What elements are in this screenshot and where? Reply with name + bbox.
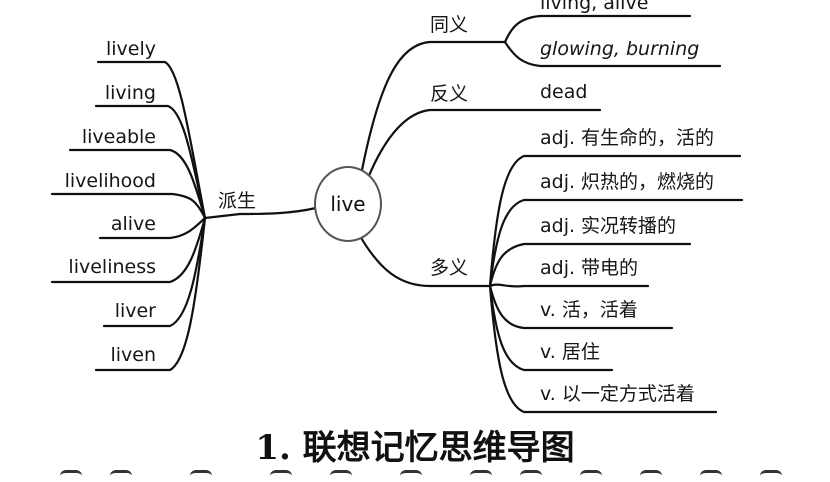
connector-liven xyxy=(94,216,207,372)
connector-meaning-2 xyxy=(488,198,744,288)
meaning-item: adj. 实况转播的 xyxy=(540,215,677,237)
branch-label-synonyms: 同义 xyxy=(430,14,469,36)
underline-derived xyxy=(203,212,242,220)
connector-liveliness xyxy=(50,216,207,284)
branch-label-meanings: 多义 xyxy=(430,257,469,279)
meaning-item: v. 居住 xyxy=(540,341,600,363)
synonym-item: living, alive xyxy=(540,0,649,14)
derived-item: liveable xyxy=(81,126,156,148)
center-label: live xyxy=(330,192,366,216)
derived-item: liver xyxy=(114,300,156,322)
center-node: live xyxy=(314,166,382,242)
meaning-item: v. 以一定方式活着 xyxy=(540,383,695,405)
connector-center-synonyms xyxy=(360,40,507,172)
derived-item: livelihood xyxy=(64,170,156,192)
derived-item: living xyxy=(104,82,156,104)
connector-center-derived xyxy=(238,206,318,216)
connector-center-antonyms xyxy=(366,108,602,180)
synonym-item: glowing, burning xyxy=(540,38,700,60)
connector-livelihood xyxy=(50,192,207,220)
connector-center-meanings xyxy=(358,234,492,288)
connector-meaning-1 xyxy=(488,154,742,288)
antonym-item: dead xyxy=(540,81,588,103)
branch-label-derived: 派生 xyxy=(218,190,257,212)
derived-item: lively xyxy=(105,38,156,60)
connector-living xyxy=(94,104,207,220)
connector-alive xyxy=(98,216,207,240)
connector-syn-2 xyxy=(503,40,722,68)
connector-meaning-4 xyxy=(488,283,650,288)
branch-label-antonyms: 反义 xyxy=(430,83,469,105)
meaning-item: adj. 炽热的，燃烧的 xyxy=(540,171,715,193)
derived-item: liven xyxy=(110,344,156,366)
meaning-item: adj. 带电的 xyxy=(540,257,639,279)
cropped-next-line xyxy=(0,470,830,482)
meaning-item: adj. 有生命的，活的 xyxy=(540,127,715,149)
connector-meaning-3 xyxy=(488,242,692,288)
figure-caption: 1. 联想记忆思维导图 xyxy=(255,428,575,468)
connector-syn-1 xyxy=(503,14,692,44)
connector-meaning-7 xyxy=(488,284,718,414)
connector-liveable xyxy=(68,148,207,220)
meaning-item: v. 活，活着 xyxy=(540,299,638,321)
derived-item: alive xyxy=(110,213,156,235)
derived-item: liveliness xyxy=(68,256,156,278)
